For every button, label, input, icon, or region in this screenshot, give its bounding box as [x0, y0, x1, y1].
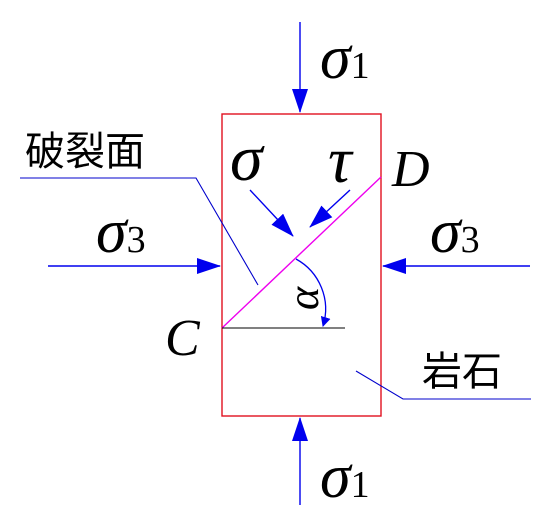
sigma1-bottom-label: σ1	[320, 443, 370, 511]
sigma3-left-label: σ3	[96, 198, 146, 266]
point-d-label: D	[391, 141, 430, 198]
normal-stress-arrow	[249, 189, 294, 237]
point-c-label: C	[165, 310, 201, 367]
alpha-angle-arc	[295, 258, 331, 327]
rock-specimen-outline	[221, 113, 382, 417]
fracture-plane-leader	[20, 177, 259, 286]
shear-stress-label: τ	[328, 124, 354, 197]
fracture-plane-line	[221, 176, 382, 329]
fracture-plane-label: 破裂面	[25, 129, 145, 175]
sigma1-top-label: σ1	[320, 24, 370, 92]
sigma3-right-label: σ3	[430, 198, 480, 266]
rock-leader	[355, 370, 531, 400]
alpha-angle-label: α	[279, 286, 328, 310]
shear-stress-arrow	[309, 189, 351, 228]
normal-stress-label: σ	[230, 122, 265, 195]
rock-label: 岩石	[422, 349, 502, 395]
